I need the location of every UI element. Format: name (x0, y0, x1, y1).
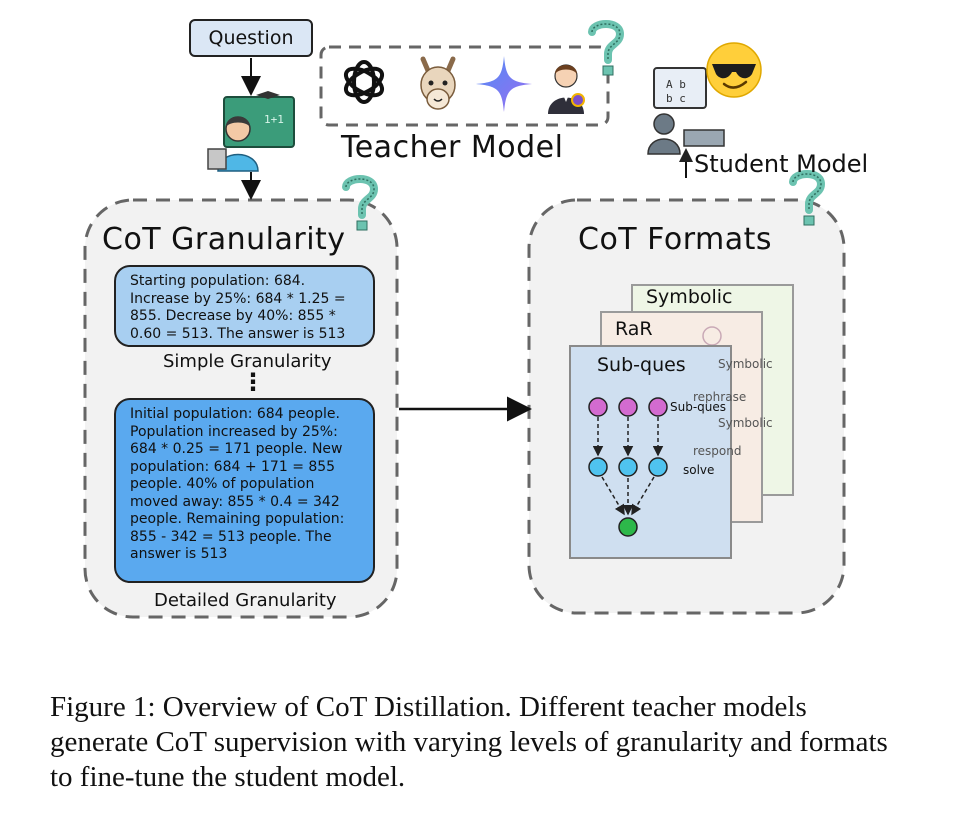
figure-caption: Figure 1: Overview of CoT Distillation. … (50, 691, 888, 793)
student-model-label: Student Model (694, 150, 869, 178)
svg-text:1+1: 1+1 (264, 113, 284, 126)
formats-title: CoT Formats (578, 222, 773, 257)
green-node (618, 517, 638, 537)
node-label-solve: solve (683, 463, 715, 477)
cyan-node (648, 457, 668, 477)
magenta-node (588, 397, 608, 417)
sub-ques-card-title: Sub-ques (597, 354, 686, 376)
llama-icon (420, 56, 456, 110)
cyan-node (618, 457, 638, 477)
sub-ques-graph (588, 397, 668, 537)
node-label-rephrase: rephrase (693, 390, 747, 404)
openai-logo-icon (343, 60, 385, 104)
granularity-title: CoT Granularity (102, 222, 346, 257)
person-with-medal-icon (548, 64, 585, 114)
detailed-granularity-box: Initial population: 684 people. Populati… (114, 398, 375, 583)
magenta-node (648, 397, 668, 417)
node-label-symbolic: Symbolic (718, 357, 773, 371)
gemini-sparkle-icon (476, 56, 532, 112)
cyan-node (588, 457, 608, 477)
simple-granularity-box: Starting population: 684. Increase by 25… (114, 265, 375, 347)
symbolic-card-title: Symbolic (646, 286, 733, 308)
ellipsis: ⋮ (241, 368, 265, 396)
simple-granularity-label: Simple Granularity (163, 351, 332, 372)
student-icon: A b b c (647, 67, 725, 155)
question-mark-icon (789, 170, 826, 226)
teacher-icon: 1+1 (207, 91, 295, 172)
node-label-sub-ques: Sub-ques (670, 400, 727, 414)
sunglasses-emoji-icon (706, 42, 762, 98)
teacher-model-label: Teacher Model (341, 130, 564, 165)
detailed-granularity-label: Detailed Granularity (154, 590, 337, 611)
teacher-models-container (319, 45, 610, 127)
node-label-symbolic-2: Symbolic (718, 416, 773, 430)
svg-text:b c: b c (666, 92, 686, 105)
question-box: Question (189, 19, 313, 57)
question-mark-icon (342, 175, 379, 231)
rar-card-title: RaR (615, 318, 653, 340)
node-label-respond: respond (693, 444, 742, 458)
magenta-node (618, 397, 638, 417)
svg-text:A b: A b (666, 78, 686, 91)
question-mark-icon (588, 20, 625, 76)
